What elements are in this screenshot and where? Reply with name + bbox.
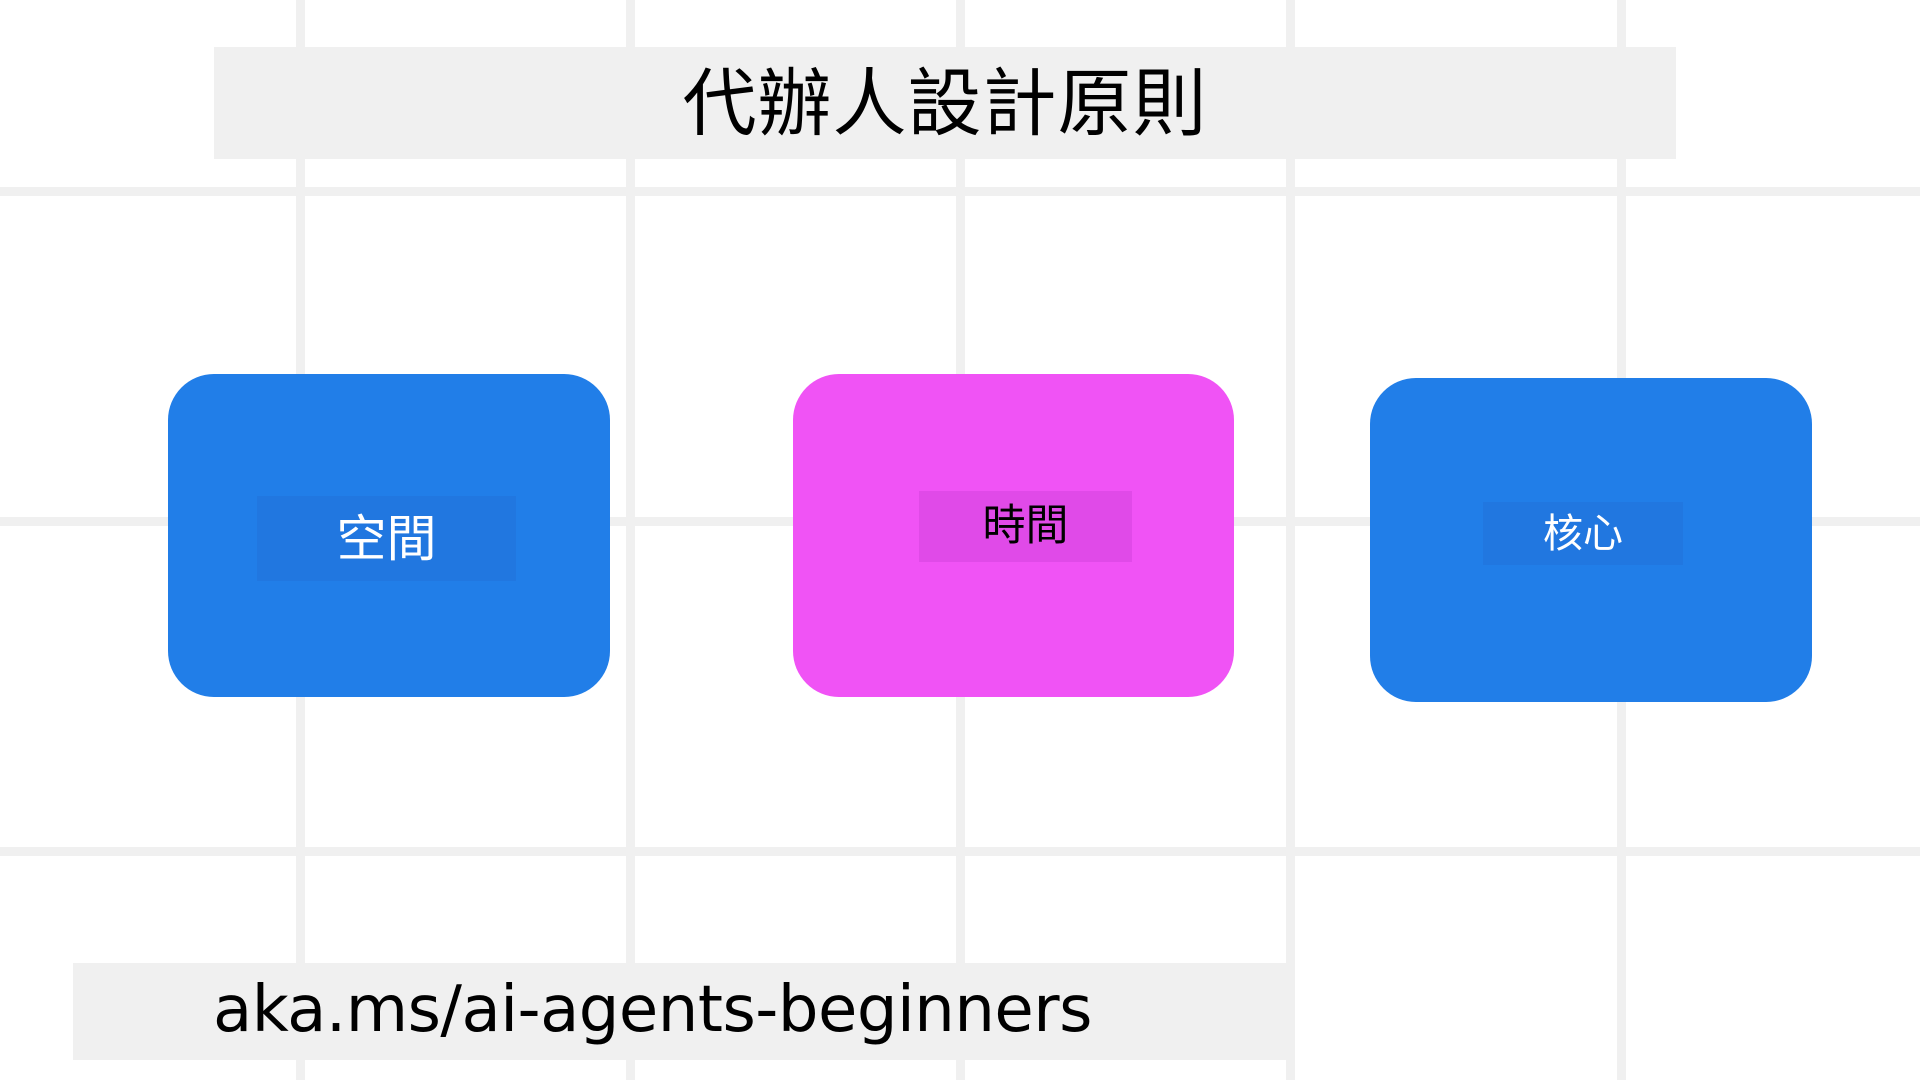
grid-line-vertical [626,0,635,1080]
footer-banner [73,963,1295,1060]
grid-line-horizontal [0,847,1920,856]
grid-line-horizontal [0,187,1920,196]
principle-label-box-core: 核心 [1483,502,1683,565]
principle-label-box-time: 時間 [919,491,1132,562]
footer-link[interactable]: aka.ms/ai-agents-beginners [213,973,1092,1047]
principle-label-space: 空間 [336,509,437,568]
principle-label-time: 時間 [982,501,1069,551]
title-banner: 代辦人設計原則 [214,47,1676,159]
principle-label-core: 核心 [1543,510,1623,557]
grid-line-vertical [1286,0,1295,1080]
principle-label-box-space: 空間 [257,496,516,581]
slide-title: 代辦人設計原則 [682,61,1208,147]
